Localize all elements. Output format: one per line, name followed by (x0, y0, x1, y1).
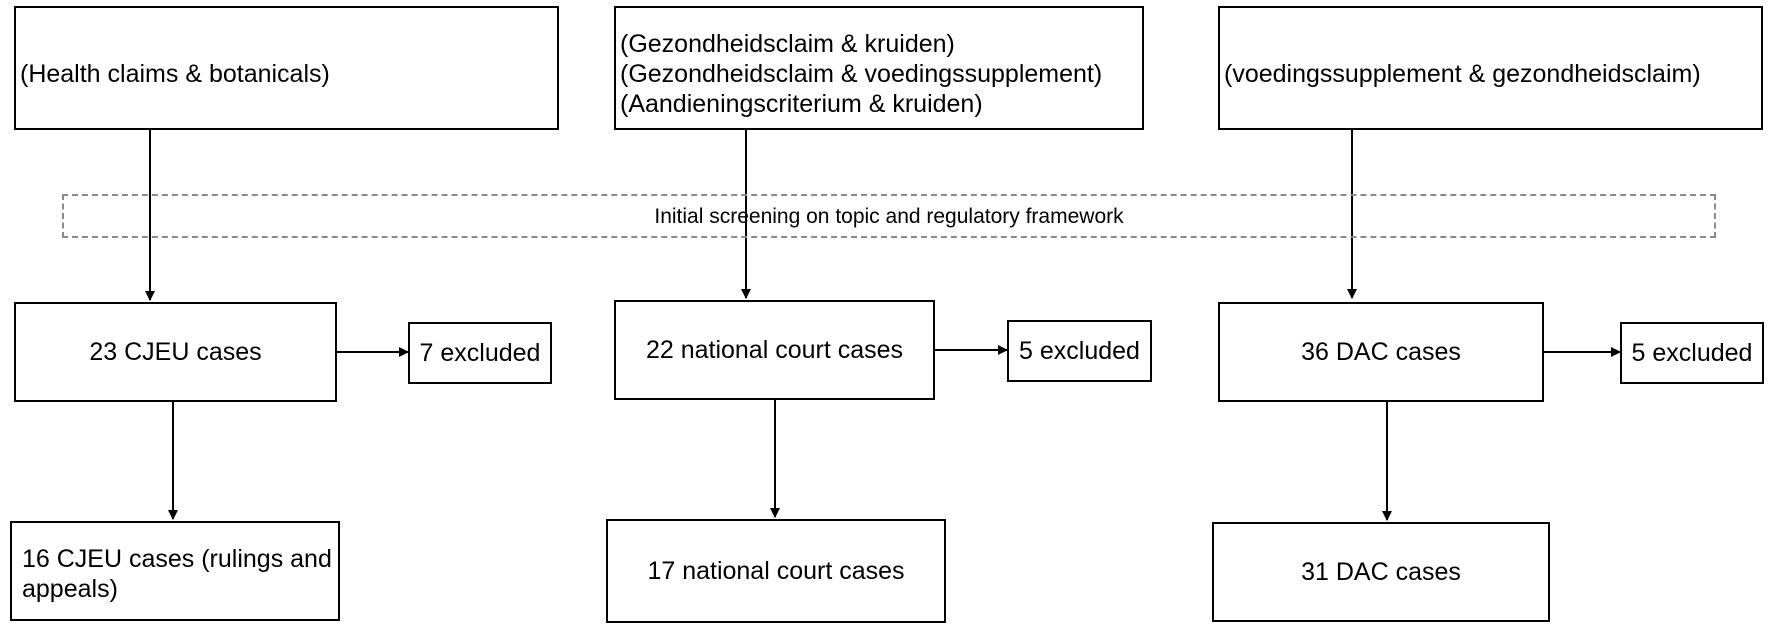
screening-label: Initial screening on topic and regulator… (654, 204, 1124, 228)
identified-box-cjeu: 23 CJEU cases (14, 302, 337, 402)
excluded-cjeu-label: 7 excluded (419, 338, 541, 367)
source-box-left: (Health claims & botanicals) (14, 6, 559, 130)
source-right-line-1: (voedingssupplement & gezondheidsclaim) (1224, 60, 1701, 88)
source-box-middle: (Gezondheidsclaim & kruiden) (Gezondheid… (614, 6, 1144, 130)
source-middle-line-3: (Aandieningscriterium & kruiden) (620, 90, 983, 118)
included-dac-label: 31 DAC cases (1301, 557, 1461, 586)
identified-box-national: 22 national court cases (614, 300, 935, 400)
included-box-national: 17 national court cases (606, 519, 946, 623)
excluded-box-dac: 5 excluded (1620, 322, 1764, 384)
identified-box-dac: 36 DAC cases (1218, 302, 1544, 402)
excluded-dac-label: 5 excluded (1631, 338, 1753, 367)
included-national-label: 17 national court cases (647, 556, 905, 585)
included-cjeu-line-2: appeals) (22, 575, 118, 603)
identified-cjeu-label: 23 CJEU cases (89, 337, 262, 366)
identified-dac-label: 36 DAC cases (1301, 337, 1461, 366)
excluded-national-label: 5 excluded (1019, 336, 1140, 365)
source-box-right: (voedingssupplement & gezondheidsclaim) (1218, 6, 1763, 130)
screening-band: Initial screening on topic and regulator… (62, 194, 1716, 238)
identified-national-label: 22 national court cases (645, 335, 904, 364)
source-left-line-1: (Health claims & botanicals) (20, 60, 330, 88)
source-middle-line-1: (Gezondheidsclaim & kruiden) (620, 30, 955, 58)
included-cjeu-line-1: 16 CJEU cases (rulings and (22, 545, 332, 573)
source-middle-line-2: (Gezondheidsclaim & voedingssupplement) (620, 60, 1103, 88)
included-box-dac: 31 DAC cases (1212, 522, 1550, 622)
included-box-cjeu: 16 CJEU cases (rulings and appeals) (10, 521, 340, 621)
excluded-box-cjeu: 7 excluded (408, 322, 552, 384)
excluded-box-national: 5 excluded (1007, 320, 1152, 382)
